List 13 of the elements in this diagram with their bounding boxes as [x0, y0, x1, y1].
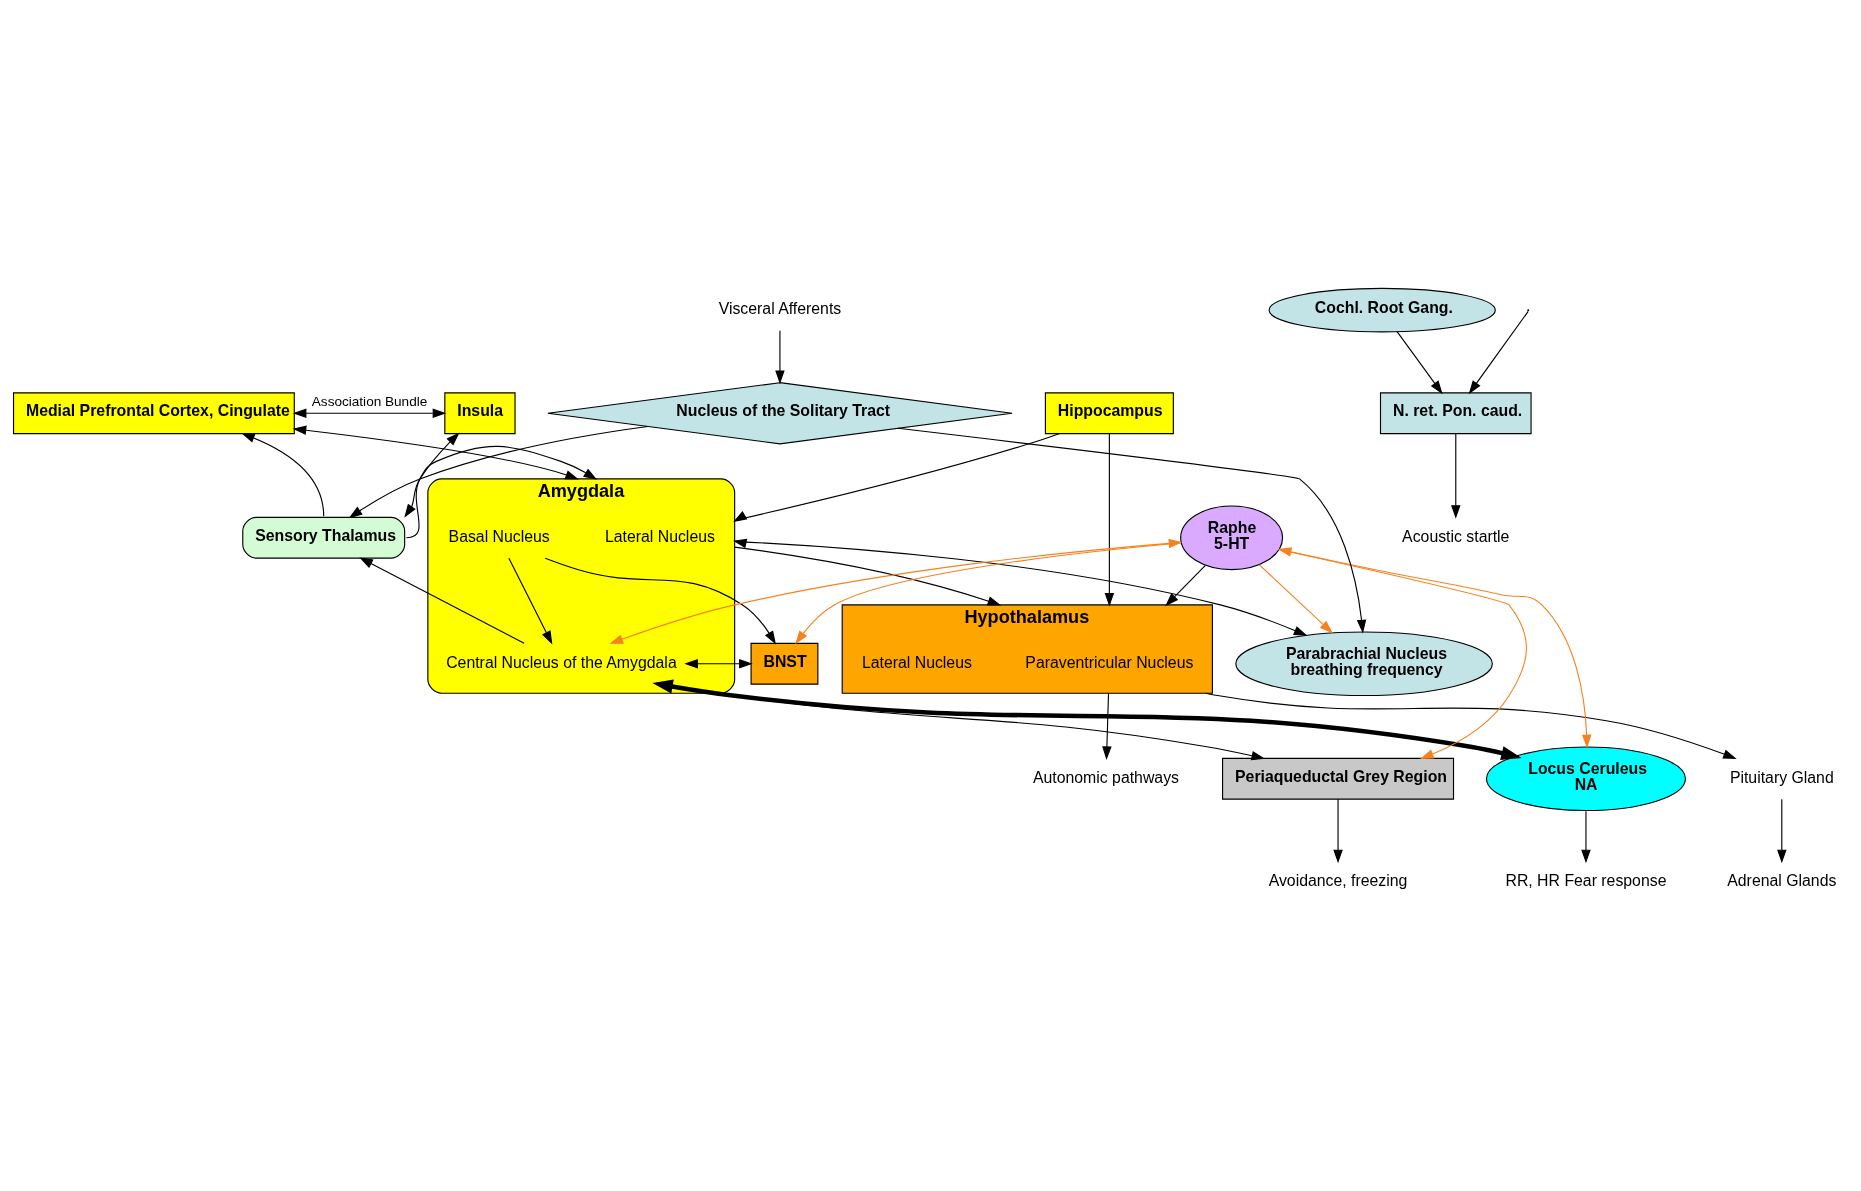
- node-text: Lateral Nucleus: [604, 527, 715, 545]
- node-text: Visceral Afferents: [718, 300, 842, 318]
- node-text: Autonomic pathways: [1032, 768, 1179, 786]
- edge-label: Association Bundle: [311, 394, 428, 410]
- node-text: Avoidance, freezing: [1268, 872, 1408, 890]
- node-text: Central Nucleus of the Amygdala: [446, 653, 677, 671]
- node-text: RR, HR Fear response: [1505, 872, 1667, 890]
- node-text: Acoustic startle: [1402, 527, 1510, 545]
- node-text: Paraventricular Nucleus: [1025, 653, 1194, 671]
- node-text: Basal Nucleus: [448, 527, 550, 545]
- node-text: Adrenal Glands: [1727, 872, 1837, 890]
- node-text: Pituitary Gland: [1729, 768, 1834, 786]
- node-text: Lateral Nucleus: [861, 653, 972, 671]
